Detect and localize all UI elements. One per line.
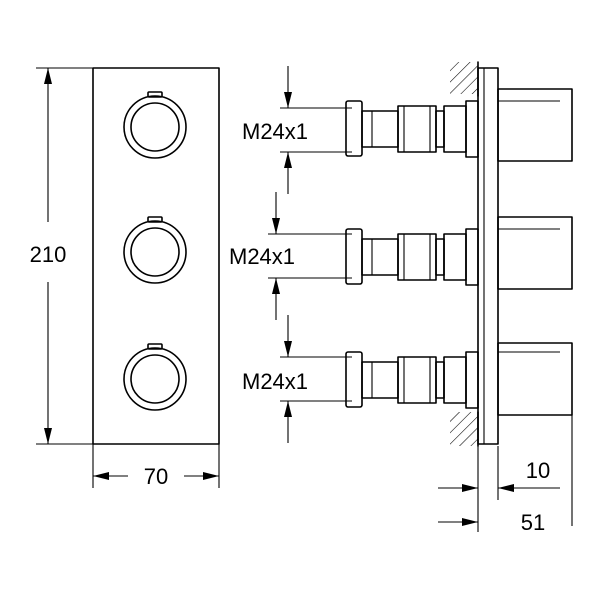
thread-label: M24x1 [242, 369, 308, 394]
knob-icon [123, 216, 187, 284]
fitting-1 [345, 88, 573, 162]
knob-icon [123, 91, 187, 159]
fitting-3 [345, 342, 573, 416]
offset-small-label: 10 [526, 458, 550, 483]
width-label: 70 [144, 464, 168, 489]
depth-dimensions: 10 51 [438, 415, 573, 535]
height-dimension: 210 [30, 67, 93, 445]
height-label: 210 [30, 242, 67, 267]
knob-icon [123, 343, 187, 411]
mounting-plate [477, 67, 499, 445]
offset-large-label: 51 [521, 510, 545, 535]
side-view: M24x1 M24x1 M24x1 [229, 61, 573, 535]
thread-label: M24x1 [229, 244, 295, 269]
thread-dimension-2: M24x1 [229, 192, 352, 320]
fitting-2 [345, 216, 573, 290]
thread-dimension-1: M24x1 [242, 66, 352, 194]
front-plate [92, 67, 220, 445]
wall-hatch-icon [450, 61, 479, 447]
width-dimension: 70 [92, 444, 220, 489]
front-view: 210 70 [30, 67, 220, 489]
thread-label: M24x1 [242, 119, 308, 144]
thread-dimension-3: M24x1 [242, 315, 352, 443]
